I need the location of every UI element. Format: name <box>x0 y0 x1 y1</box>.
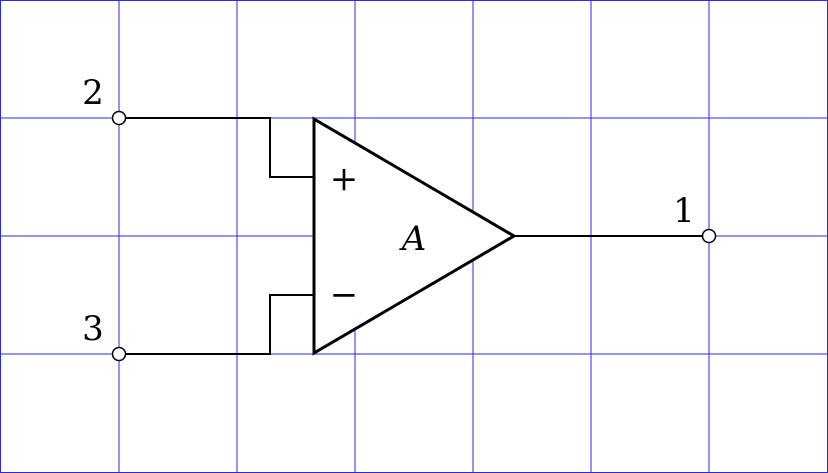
terminal-2-label: 2 <box>82 73 104 113</box>
gain-label: A <box>399 219 427 259</box>
inverting-input-wire <box>119 294 314 355</box>
terminal-3-label: 3 <box>82 309 104 349</box>
opamp-triangle <box>312 116 517 356</box>
noninverting-sign: + <box>330 159 359 199</box>
terminal-1-label: 1 <box>673 191 695 231</box>
inverting-sign: − <box>330 275 359 315</box>
terminal-1-node <box>701 228 717 244</box>
terminal-3-node <box>111 346 127 362</box>
terminal-2-node <box>111 110 127 126</box>
noninverting-input-wire <box>119 117 314 178</box>
wires <box>119 117 709 355</box>
